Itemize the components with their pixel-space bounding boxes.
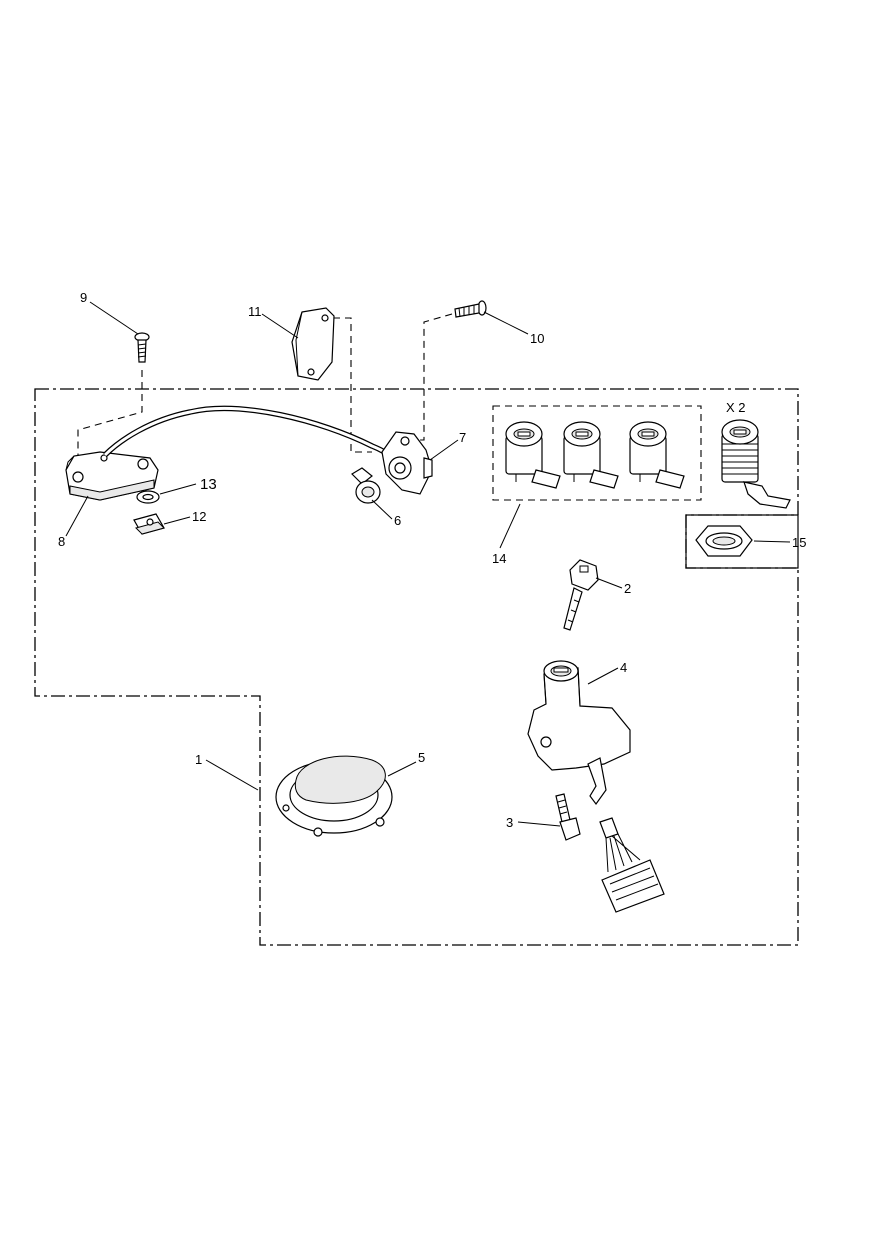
callout-8: 8 xyxy=(58,534,65,549)
nut-15 xyxy=(695,525,753,557)
leader-6 xyxy=(371,499,393,520)
callout-14: 14 xyxy=(492,551,506,566)
callout-2: 2 xyxy=(624,581,631,596)
lock-barrels-14 xyxy=(505,421,685,489)
callout-4: 4 xyxy=(620,660,627,675)
leader-9 xyxy=(89,301,139,335)
callout-6: 6 xyxy=(394,513,401,528)
screw-10-line xyxy=(412,313,453,441)
item-15-box xyxy=(685,514,799,569)
callout-1: 1 xyxy=(195,752,202,767)
callout-15: 15 xyxy=(792,535,806,550)
leader-7 xyxy=(429,439,459,461)
lock-barrel-x2 xyxy=(721,419,791,509)
leader-15 xyxy=(753,540,791,543)
leader-12 xyxy=(163,516,191,525)
cable-inner xyxy=(103,406,397,462)
quantity-label: X 2 xyxy=(726,400,746,415)
lock-housing-7 xyxy=(381,431,433,495)
screw-10 xyxy=(454,300,487,318)
screw-9 xyxy=(134,332,150,363)
lock-barrel-6 xyxy=(351,467,381,504)
callout-12: 12 xyxy=(192,509,206,524)
callout-11: 11 xyxy=(248,304,262,319)
callout-7: 7 xyxy=(459,430,466,445)
fuel-cap-5 xyxy=(275,755,393,837)
leader-3 xyxy=(517,821,561,827)
leader-2 xyxy=(595,577,623,589)
seat-lock-8 xyxy=(65,451,159,501)
lock-set-box xyxy=(492,405,702,501)
leader-10 xyxy=(483,311,529,335)
leader-1 xyxy=(205,759,259,791)
connector xyxy=(599,817,665,913)
ignition-switch-4 xyxy=(527,660,631,806)
callout-5: 5 xyxy=(418,750,425,765)
leader-4 xyxy=(587,667,619,685)
leader-11 xyxy=(261,313,299,339)
callout-10: 10 xyxy=(530,331,544,346)
cable xyxy=(103,405,397,462)
leader-14 xyxy=(499,503,521,549)
screw-9-line xyxy=(77,370,143,462)
bracket-11-line xyxy=(333,317,372,453)
screw-3 xyxy=(555,793,581,841)
key-2 xyxy=(563,559,599,631)
leader-5 xyxy=(387,761,417,777)
callout-13: 13 xyxy=(200,476,217,493)
washer-13 xyxy=(136,490,160,504)
clip-nut-12 xyxy=(133,513,165,535)
leader-13 xyxy=(159,483,197,495)
bracket-11 xyxy=(291,307,335,381)
callout-3: 3 xyxy=(506,815,513,830)
callout-9: 9 xyxy=(80,290,87,305)
leader-8 xyxy=(65,495,89,537)
kit-boundary xyxy=(34,388,799,946)
